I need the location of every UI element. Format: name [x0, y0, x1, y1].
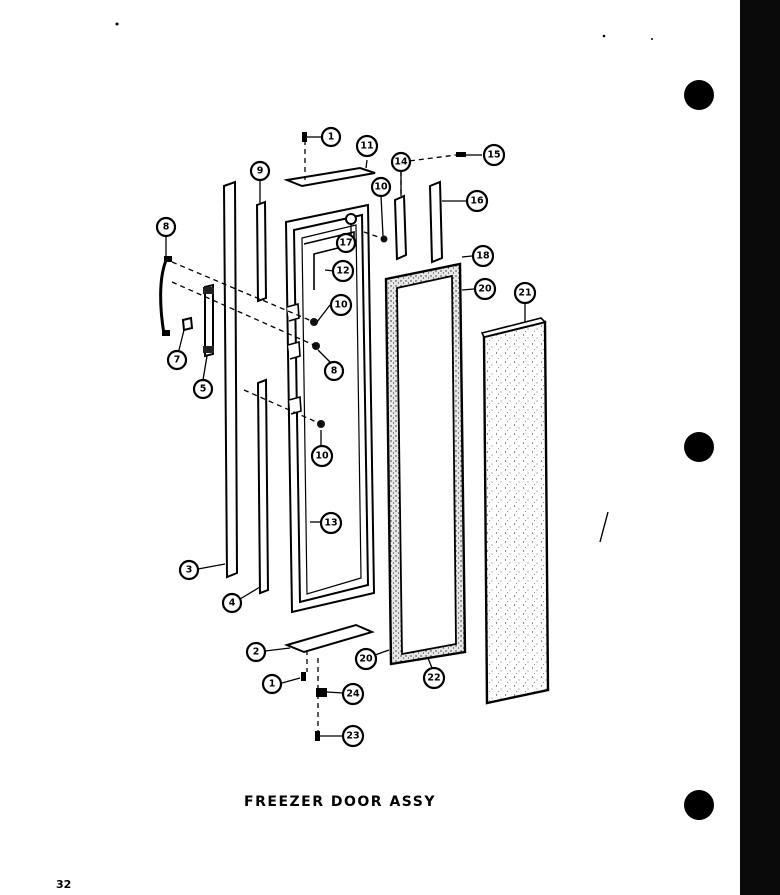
door-panel	[482, 320, 550, 705]
svg-text:4: 4	[229, 598, 236, 609]
callout-1-top: 1	[320, 126, 342, 148]
callout-3: 3	[178, 559, 200, 581]
hinge-pin-bracket	[393, 194, 408, 261]
svg-text:2: 2	[253, 647, 260, 658]
callout-16: 16	[465, 189, 489, 213]
side-cap	[428, 180, 444, 264]
callout-10-top: 10	[370, 176, 392, 198]
fasteners	[301, 132, 466, 741]
top-hinge-plate	[283, 166, 376, 188]
punch-hole-middle	[684, 432, 714, 462]
leader-lines	[165, 136, 526, 737]
svg-text:8: 8	[331, 366, 338, 377]
scan-specks	[115, 22, 653, 543]
diagram-caption: FREEZER DOOR ASSY	[244, 794, 436, 810]
punch-hole-top	[684, 80, 714, 110]
svg-text:21: 21	[518, 288, 531, 299]
callout-17: 17	[335, 232, 357, 254]
callout-20-bottom: 20	[354, 647, 378, 671]
handle-clip	[181, 316, 194, 332]
callout-11: 11	[355, 134, 379, 158]
svg-text:10: 10	[374, 182, 388, 193]
callout-14: 14	[390, 151, 412, 173]
callout-8-screw: 8	[323, 360, 345, 382]
callout-9: 9	[249, 160, 271, 182]
callout-13: 13	[319, 511, 343, 535]
door-gasket	[384, 262, 467, 666]
door-handle	[159, 257, 169, 335]
callout-2: 2	[245, 641, 267, 663]
svg-text:14: 14	[394, 157, 408, 168]
svg-text:1: 1	[269, 679, 276, 690]
callout-23: 23	[341, 724, 365, 748]
page-number: 32	[56, 878, 72, 891]
svg-text:8: 8	[163, 222, 170, 233]
svg-text:10: 10	[315, 451, 329, 462]
svg-text:7: 7	[174, 355, 181, 366]
svg-text:1: 1	[328, 132, 335, 143]
callout-24: 24	[341, 682, 365, 706]
svg-text:15: 15	[487, 150, 500, 161]
svg-text:10: 10	[334, 300, 348, 311]
inner-door-liner	[284, 203, 376, 614]
handle-bracket	[204, 283, 214, 358]
callout-1-bottom: 1	[261, 673, 283, 695]
bottom-hinge-plate	[283, 623, 375, 654]
svg-text:23: 23	[346, 731, 359, 742]
svg-text:18: 18	[476, 251, 490, 262]
svg-text:24: 24	[346, 689, 360, 700]
svg-text:20: 20	[359, 654, 373, 665]
svg-text:12: 12	[336, 266, 349, 277]
long-trim-strip	[222, 180, 239, 579]
svg-text:20: 20	[478, 284, 492, 295]
callout-7: 7	[166, 349, 188, 371]
lower-breaker-strip	[256, 378, 270, 595]
svg-text:3: 3	[186, 565, 193, 576]
svg-text:13: 13	[324, 518, 337, 529]
binding-strip	[740, 0, 780, 895]
svg-text:17: 17	[339, 238, 352, 249]
svg-text:9: 9	[257, 166, 264, 177]
callout-10-bottom: 10	[310, 444, 334, 468]
svg-text:22: 22	[427, 673, 440, 684]
callout-4: 4	[221, 592, 243, 614]
callout-22: 22	[422, 666, 446, 690]
upper-breaker-strip	[255, 200, 268, 303]
callout-12: 12	[331, 259, 355, 283]
callout-20-top: 20	[473, 277, 497, 301]
svg-text:5: 5	[200, 384, 207, 395]
punch-hole-bottom	[684, 790, 714, 820]
callout-15: 15	[482, 143, 506, 167]
callout-8-handle: 8	[155, 216, 177, 238]
callout-18: 18	[471, 244, 495, 268]
callout-21: 21	[513, 281, 537, 305]
callout-10-middle: 10	[329, 293, 353, 317]
svg-text:16: 16	[470, 196, 484, 207]
svg-text:11: 11	[360, 141, 373, 152]
callout-5: 5	[192, 378, 214, 400]
